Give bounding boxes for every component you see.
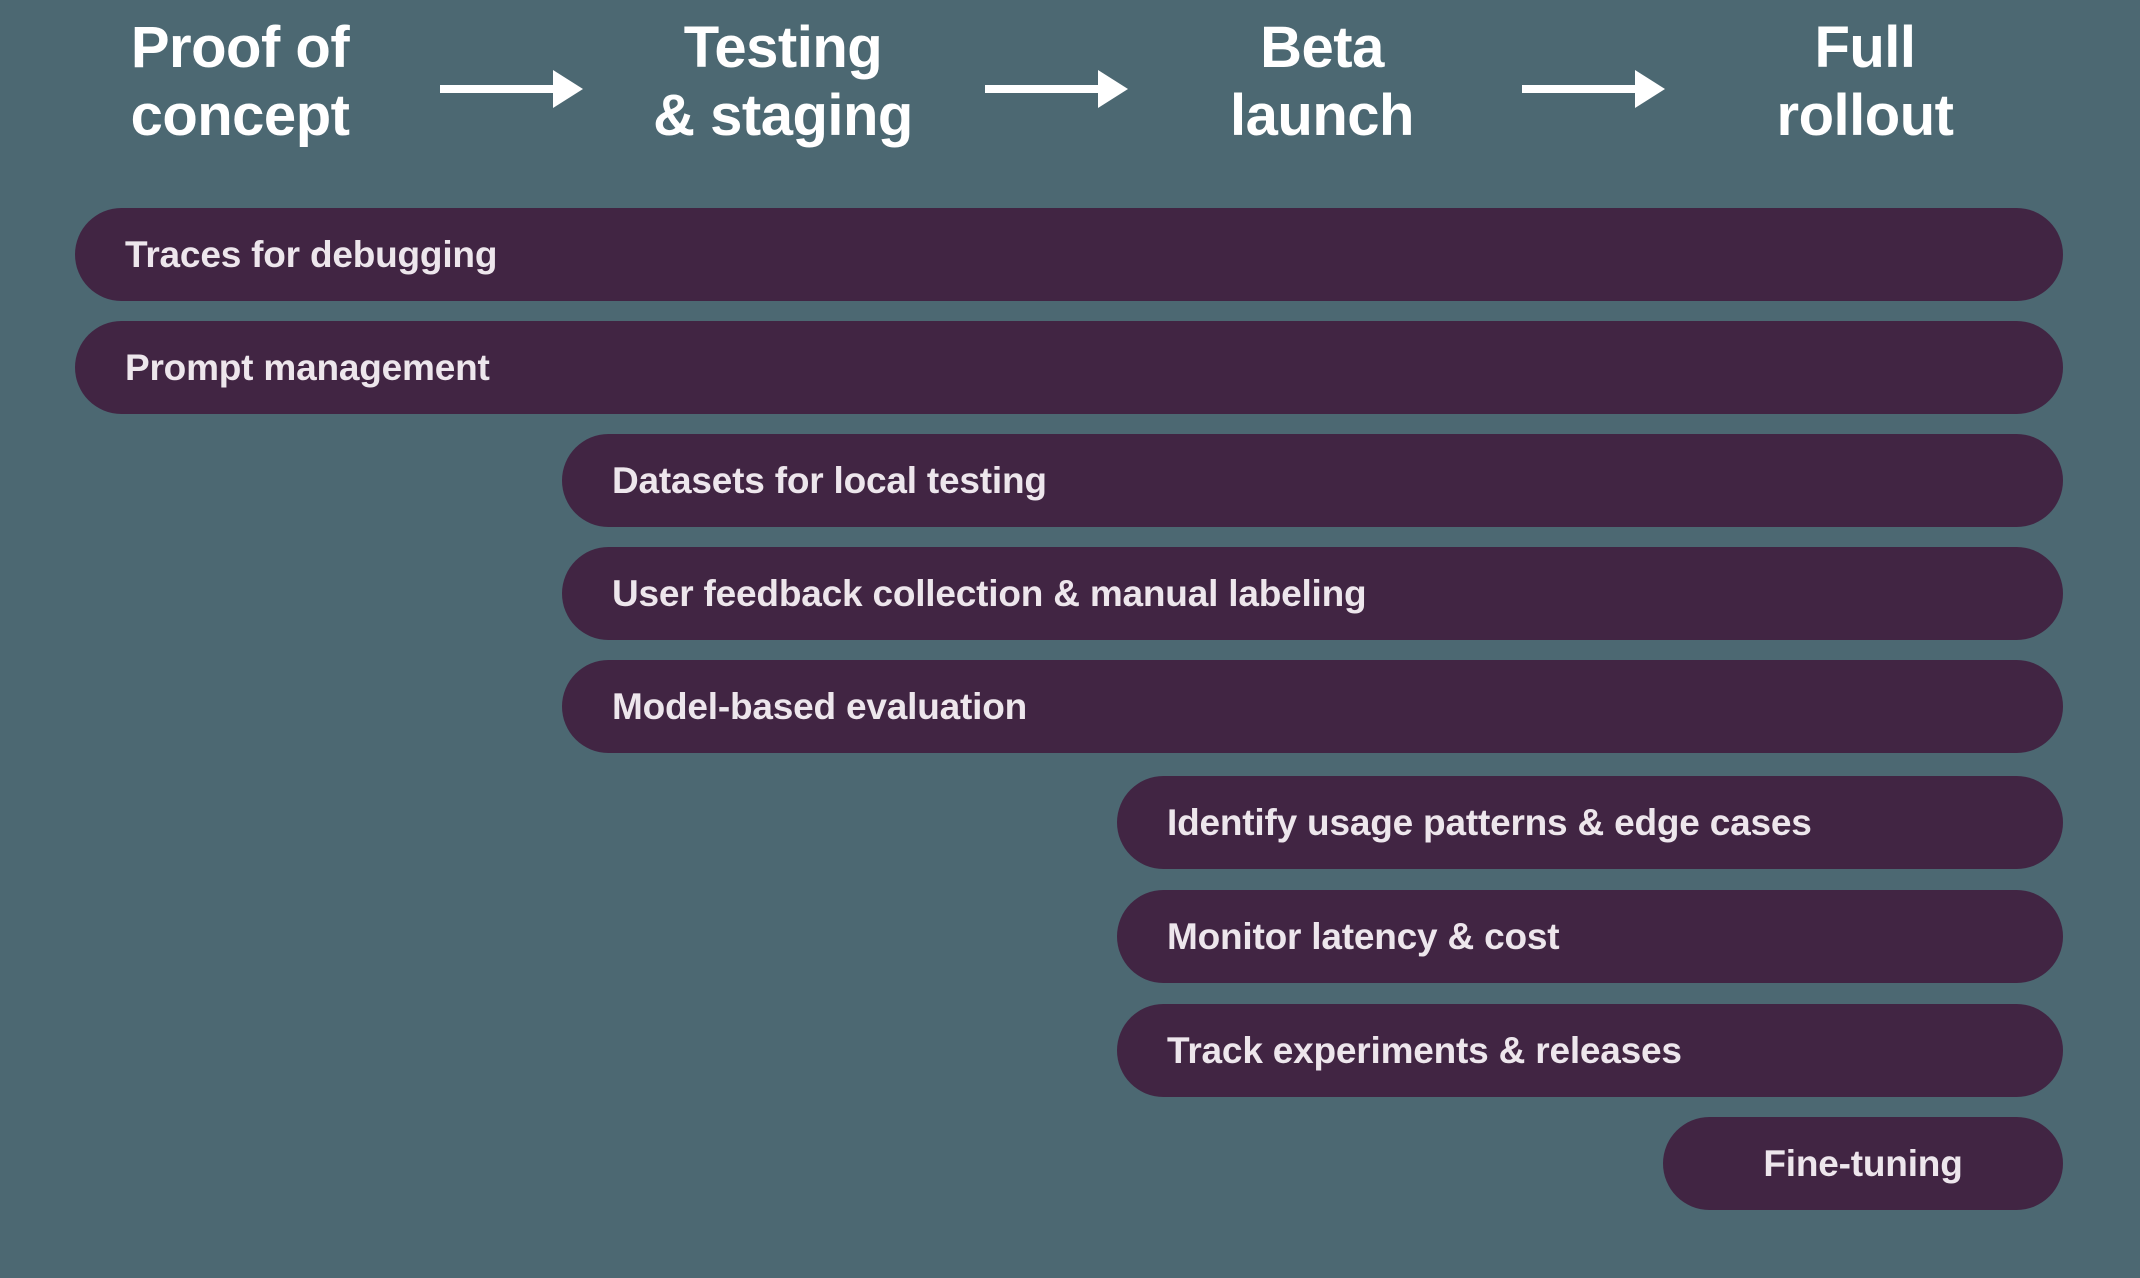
phase-label-3: Full rollout [1776,15,1954,148]
phase-label-2: Beta launch [1230,15,1414,148]
capability-bar-label: User feedback collection & manual labeli… [612,573,1367,614]
capability-bar[interactable]: User feedback collection & manual labeli… [562,547,2063,640]
capability-bar[interactable]: Prompt management [75,321,2063,414]
capability-bar-label: Fine-tuning [1763,1143,1963,1184]
capability-bar-label: Model-based evaluation [612,686,1028,727]
arrow-beta-to-rollout-icon [1522,70,1665,108]
arrow-shaft [985,85,1100,93]
capability-bar-label: Identify usage patterns & edge cases [1167,802,1812,843]
capability-bar[interactable]: Traces for debugging [75,208,2063,301]
capability-bar-label: Traces for debugging [125,234,498,275]
arrow-poc-to-testing-icon [440,70,583,108]
capability-bar[interactable]: Fine-tuning [1663,1117,2063,1210]
capability-bar[interactable]: Monitor latency & cost [1117,890,2063,983]
capability-bar[interactable]: Model-based evaluation [562,660,2063,753]
arrow-head [1635,70,1665,108]
capability-bar[interactable]: Identify usage patterns & edge cases [1117,776,2063,869]
arrow-head [1098,70,1128,108]
capability-bar[interactable]: Datasets for local testing [562,434,2063,527]
capability-bar-label: Track experiments & releases [1167,1030,1682,1071]
capability-bar-label: Monitor latency & cost [1167,916,1560,957]
phase-label-0: Proof of concept [130,15,350,148]
arrow-shaft [440,85,555,93]
capability-bar-label: Datasets for local testing [612,460,1047,501]
phase-label-1: Testing & staging [653,15,913,148]
arrow-shaft [1522,85,1637,93]
capability-bar[interactable]: Track experiments & releases [1117,1004,2063,1097]
arrow-testing-to-beta-icon [985,70,1128,108]
capability-bar-label: Prompt management [125,347,490,388]
arrow-head [553,70,583,108]
